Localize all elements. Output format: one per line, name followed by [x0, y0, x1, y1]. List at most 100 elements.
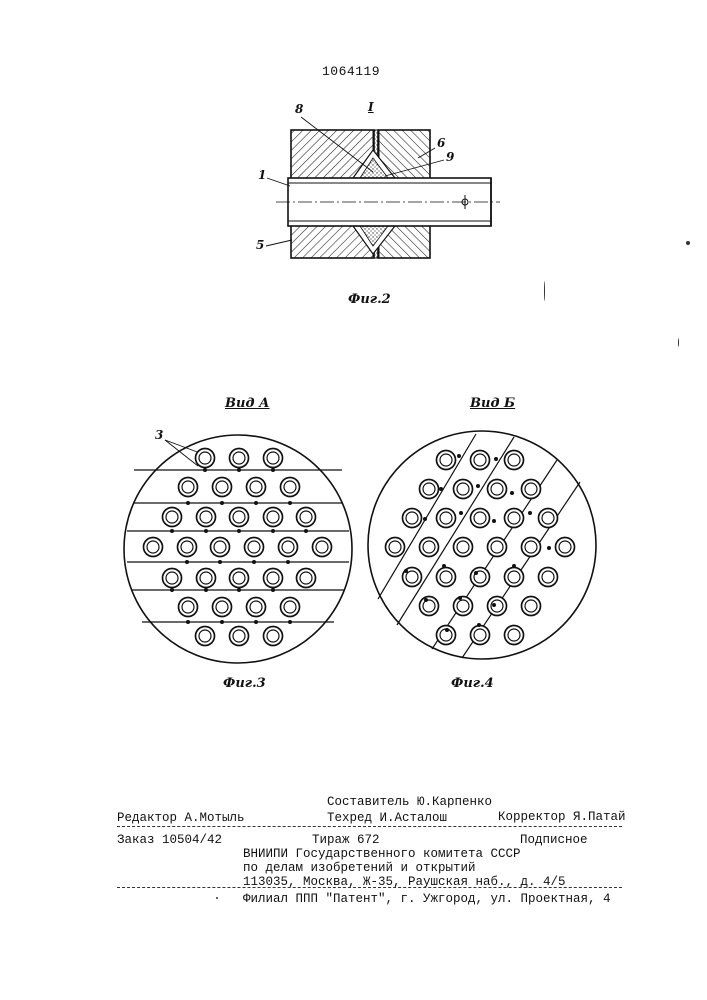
scan-speck	[686, 241, 690, 245]
weld-point	[286, 560, 290, 564]
tube-view-a	[281, 478, 300, 497]
callout-6: 6	[437, 136, 445, 150]
tube-view-a	[197, 569, 216, 588]
callout-5: 5	[256, 238, 264, 252]
tube-view-a	[211, 538, 230, 557]
tube-view-a	[230, 627, 249, 646]
weld-point	[186, 620, 190, 624]
tube-view-a	[264, 569, 283, 588]
weld-point	[220, 501, 224, 505]
tube-view-b	[471, 451, 490, 470]
tube-view-b	[454, 480, 473, 499]
tube-view-b	[556, 538, 575, 557]
tube-view-b	[454, 597, 473, 616]
tube-view-b	[505, 509, 524, 528]
weld-point	[288, 501, 292, 505]
callout-1: 1	[258, 168, 266, 182]
weld-point	[459, 511, 463, 515]
tube-view-b	[420, 538, 439, 557]
weld-point	[185, 560, 189, 564]
weld-point	[271, 468, 275, 472]
editor: Редактор А.Мотыль	[117, 811, 245, 825]
callout-3: 3	[155, 428, 163, 442]
weld-point	[445, 628, 449, 632]
tube-view-a	[178, 538, 197, 557]
weld-point	[439, 487, 443, 491]
weld-point	[423, 517, 427, 521]
tube-view-b	[488, 480, 507, 499]
branch-address: Филиал ППП "Патент", г. Ужгород, ул. Про…	[243, 892, 611, 906]
weld-point	[254, 501, 258, 505]
compiler: Составитель Ю.Карпенко	[327, 795, 492, 809]
weld-point	[528, 511, 532, 515]
tube-view-b	[539, 568, 558, 587]
weld-point	[252, 560, 256, 564]
scan-speck	[544, 281, 545, 301]
tube-view-a	[163, 569, 182, 588]
tube-view-a	[297, 569, 316, 588]
figure-2-section	[266, 117, 500, 258]
tube-view-a	[197, 508, 216, 527]
weld-point	[474, 571, 478, 575]
weld-point	[237, 468, 241, 472]
scan-speck	[678, 338, 679, 347]
weld-point	[237, 529, 241, 533]
tube-view-b	[386, 538, 405, 557]
tube-view-a	[264, 449, 283, 468]
tube-view-b	[454, 538, 473, 557]
tube-view-a	[297, 508, 316, 527]
weld-point	[457, 454, 461, 458]
weld-point	[271, 529, 275, 533]
weld-point	[512, 564, 516, 568]
tube-view-a	[247, 478, 266, 497]
tube-view-b	[403, 509, 422, 528]
tube-view-b	[522, 538, 541, 557]
techred: Техред И.Асталош	[327, 811, 447, 825]
weld-point	[510, 491, 514, 495]
weld-point	[170, 529, 174, 533]
weld-point	[458, 596, 462, 600]
weld-point	[494, 457, 498, 461]
tube-view-b	[488, 538, 507, 557]
weld-point	[254, 620, 258, 624]
tube-view-a	[163, 508, 182, 527]
tube-view-a	[144, 538, 163, 557]
weld-point	[218, 560, 222, 564]
caption-fig-3: Фиг.3	[223, 676, 266, 691]
weld-point	[204, 588, 208, 592]
org-line-1: ВНИИПИ Государственного комитета СССР	[243, 847, 521, 861]
tube-view-b	[522, 480, 541, 499]
section-mark: I	[368, 100, 374, 114]
tube-view-b	[505, 626, 524, 645]
weld-point	[170, 588, 174, 592]
footer-divider-bottom	[117, 887, 622, 888]
circulation: Тираж 672	[312, 833, 380, 847]
tube-view-a	[264, 627, 283, 646]
tube-view-b	[522, 597, 541, 616]
subscription: Подписное	[520, 833, 588, 847]
org-line-2: по делам изобретений и открытий	[243, 861, 476, 875]
tube-view-b	[420, 480, 439, 499]
figure-3-view-a	[124, 435, 352, 663]
weld-point	[477, 623, 481, 627]
footer-divider-top	[117, 826, 622, 827]
tube-view-a	[213, 598, 232, 617]
callout-8: 8	[295, 102, 303, 116]
scan-speck	[216, 897, 218, 899]
tube-view-b	[437, 451, 456, 470]
weld-point	[271, 588, 275, 592]
weld-point	[304, 529, 308, 533]
tube-view-b	[471, 626, 490, 645]
tube-view-b	[420, 597, 439, 616]
tube-view-a	[281, 598, 300, 617]
tube-view-b	[471, 568, 490, 587]
tube-view-a	[245, 538, 264, 557]
weld-point	[203, 468, 207, 472]
caption-fig-2: Фиг.2	[348, 292, 391, 307]
tube-view-b	[505, 568, 524, 587]
weld-point	[404, 569, 408, 573]
weld-point	[442, 564, 446, 568]
tube-view-a	[196, 627, 215, 646]
weld-point	[220, 620, 224, 624]
weld-point	[547, 546, 551, 550]
